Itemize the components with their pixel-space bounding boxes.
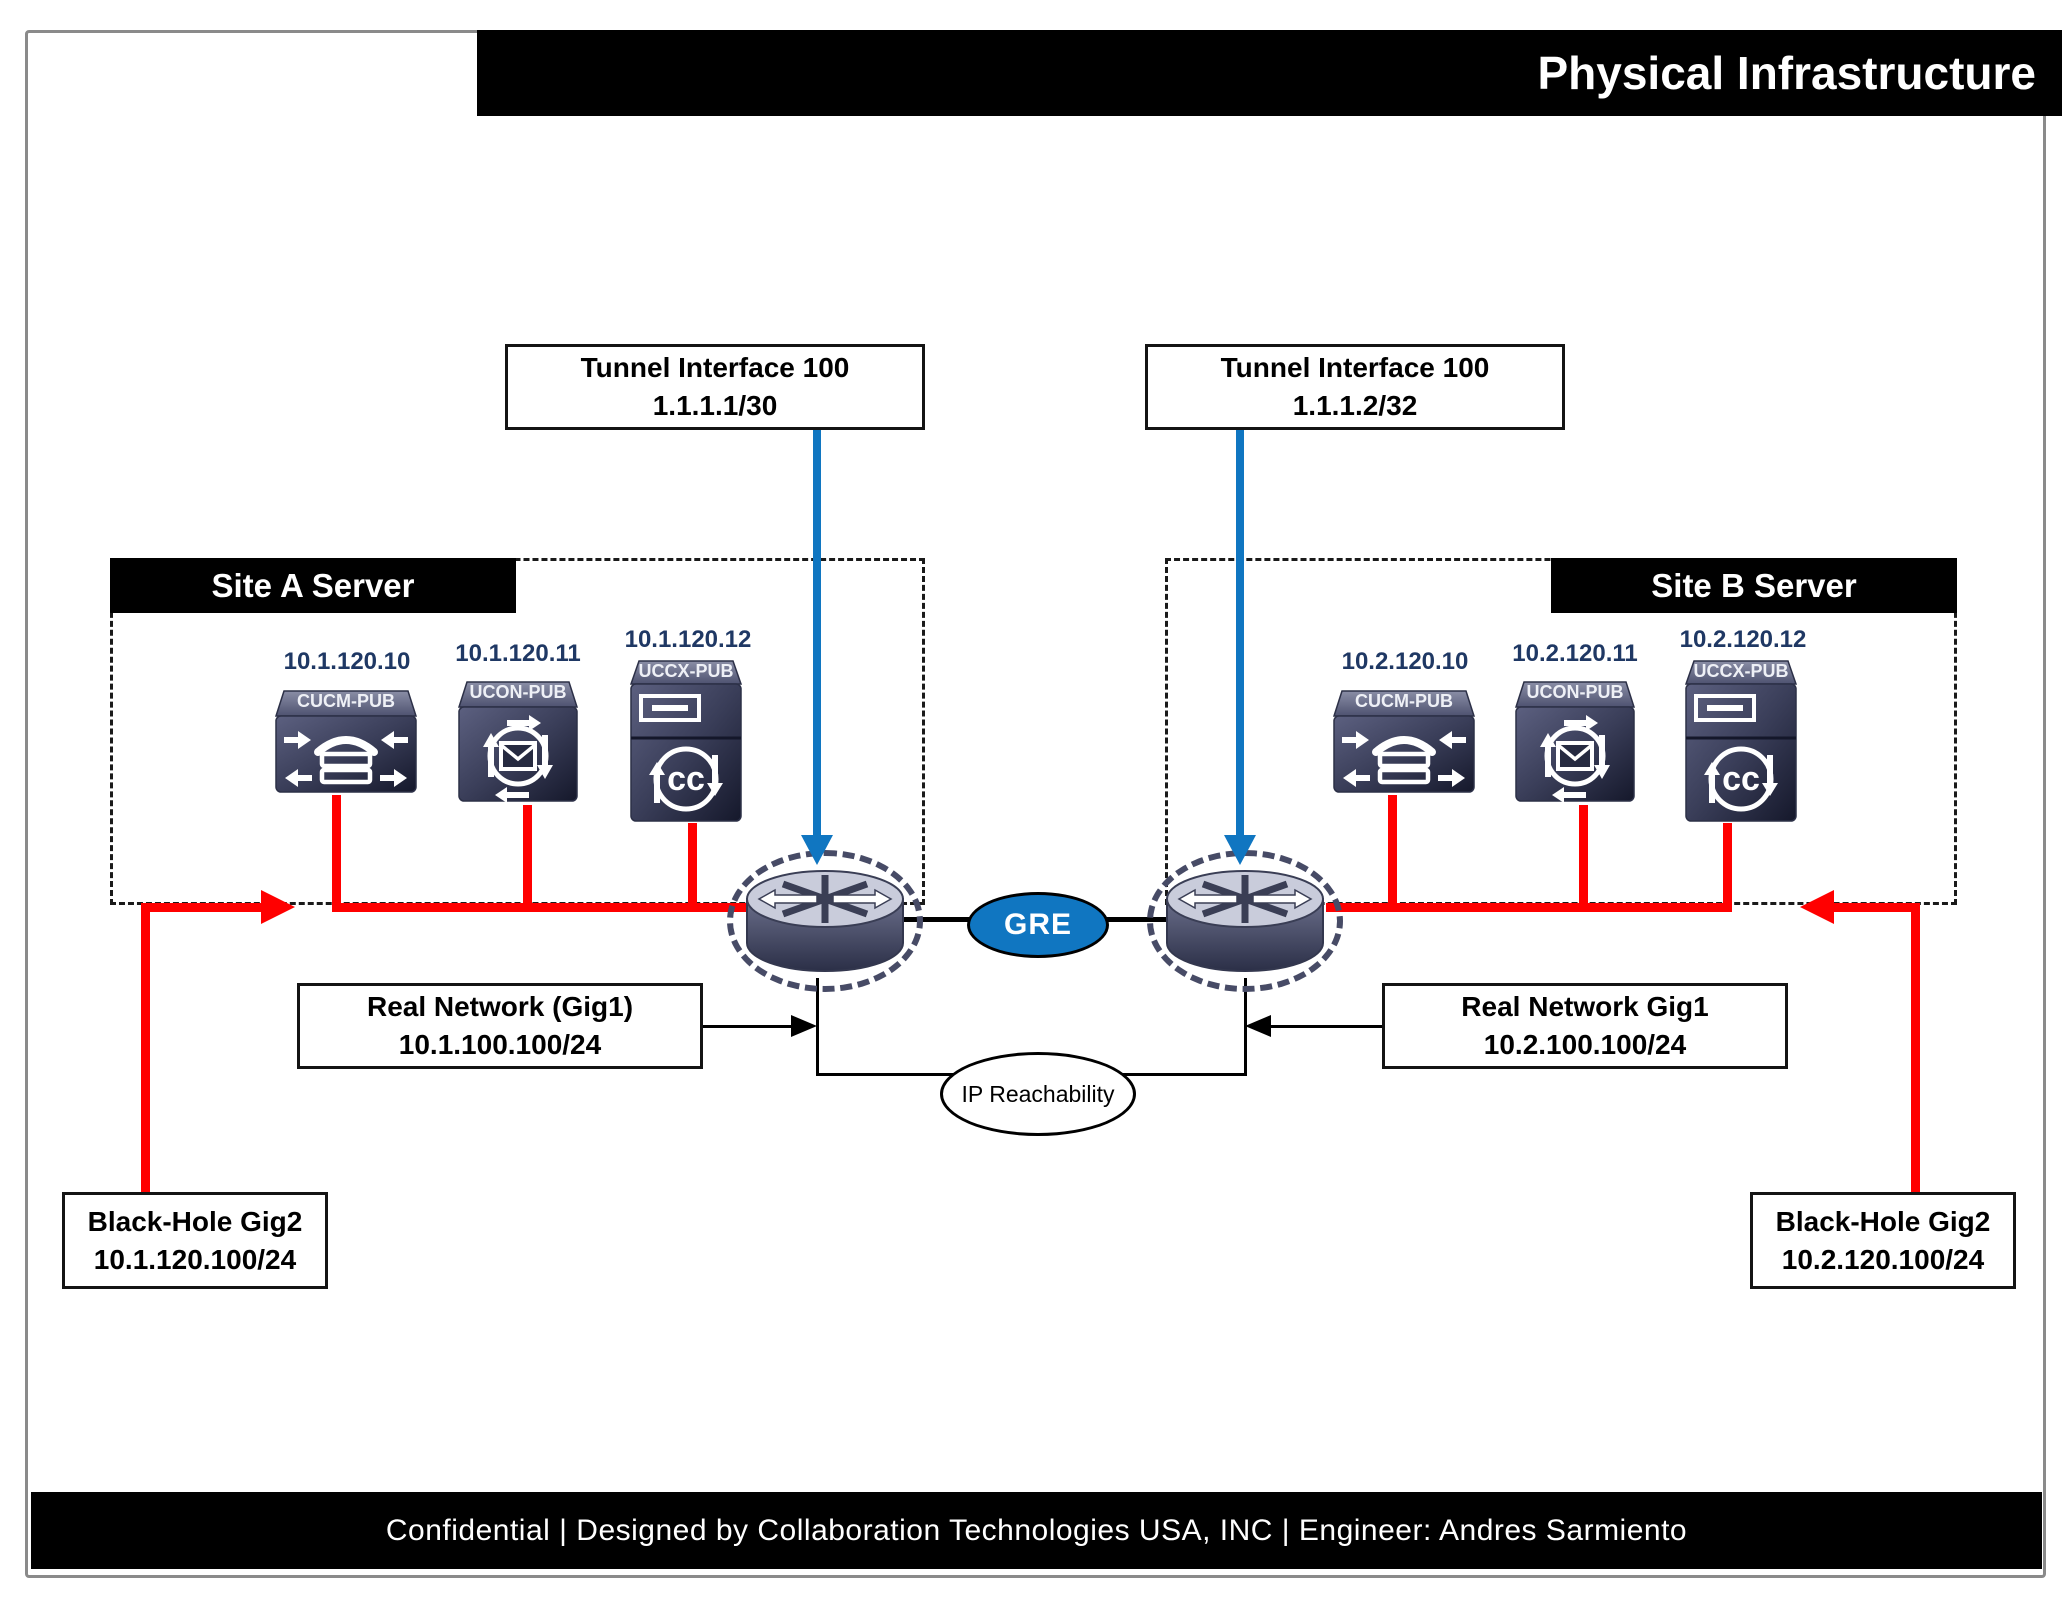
black-hole-red-riser-b: [1911, 903, 1920, 1195]
router-icon: [1166, 870, 1324, 972]
red-link-uccx-b: [1723, 823, 1732, 907]
real-network-arrow-head-a-icon: [791, 1015, 817, 1037]
server-name-label: UCON-PUB: [1526, 682, 1624, 702]
site-b-label: Site B Server: [1551, 558, 1957, 613]
black-hole-b-name: Black-Hole Gig2: [1775, 1205, 1991, 1237]
red-arrow-into-site-a-icon: [261, 890, 295, 924]
title-bar: Physical Infrastructure: [477, 30, 2062, 116]
red-arrow-into-site-b-icon: [1800, 890, 1834, 924]
real-network-arrow-head-b-icon: [1245, 1015, 1271, 1037]
site-a-label-text: Site A Server: [211, 566, 415, 604]
red-link-cucm-a: [332, 795, 341, 907]
server-name-label: CUCM-PUB: [1355, 691, 1453, 711]
server-name-label: CUCM-PUB: [297, 691, 395, 711]
red-link-uccx-a: [688, 823, 697, 907]
cucm-icon: [274, 690, 418, 793]
server-cucm-pub-site-b: CUCM-PUB: [1330, 688, 1478, 795]
server-uccx-pub-site-b: cc UCCX-PUB: [1682, 658, 1800, 825]
server-ip-label: 10.1.120.10: [283, 648, 411, 675]
black-hole-box-b: Black-Hole Gig2 10.2.120.100/24: [1750, 1192, 2016, 1289]
black-hole-a-ip: 10.1.120.100/24: [93, 1243, 297, 1275]
black-hole-a-name: Black-Hole Gig2: [87, 1205, 303, 1237]
black-hole-box-a: Black-Hole Gig2 10.1.120.100/24: [62, 1192, 328, 1289]
uccx-cc-glyph: cc: [667, 760, 705, 798]
uccx-cc-glyph: cc: [1722, 760, 1760, 798]
ucon-icon: [457, 681, 579, 803]
site-b-label-text: Site B Server: [1651, 566, 1857, 604]
black-hole-b-ip: 10.2.120.100/24: [1781, 1243, 1985, 1275]
server-ip-label: 10.2.120.10: [1341, 648, 1469, 675]
footer-bar: Confidential | Designed by Collaboration…: [31, 1492, 2042, 1569]
server-name-label: UCCX-PUB: [1693, 661, 1789, 681]
server-cucm-pub-site-a: CUCM-PUB: [272, 688, 420, 795]
server-ucon-pub-site-b: UCON-PUB: [1512, 679, 1638, 805]
real-network-box-b: Real Network Gig1 10.2.100.100/24: [1382, 983, 1788, 1069]
tunnel-arrow-head-a-icon: [801, 835, 833, 865]
tunnel-interface-box-a: Tunnel Interface 100 1.1.1.1/30: [505, 344, 925, 430]
red-bus-site-b: [1326, 903, 1732, 912]
tunnel-interface-box-b: Tunnel Interface 100 1.1.1.2/32: [1145, 344, 1565, 430]
router-a: [741, 861, 909, 984]
tunnel-arrow-head-b-icon: [1224, 835, 1256, 865]
real-network-a-name: Real Network (Gig1): [366, 991, 634, 1022]
red-link-ucon-b: [1579, 805, 1588, 907]
cucm-icon: [1332, 690, 1476, 793]
server-ip-label: 10.2.120.12: [1679, 626, 1807, 653]
ip-reachability-label: IP Reachability: [961, 1080, 1115, 1107]
black-hole-red-riser-a: [141, 903, 150, 1195]
real-network-box-a: Real Network (Gig1) 10.1.100.100/24: [297, 983, 703, 1069]
tunnel-b-name: Tunnel Interface 100: [1220, 352, 1490, 383]
server-name-label: UCON-PUB: [469, 682, 567, 702]
tunnel-arrow-line-a: [813, 430, 821, 837]
tunnel-a-ip: 1.1.1.1/30: [652, 390, 778, 421]
uccx-icon: cc: [1684, 660, 1798, 822]
red-bus-site-a: [332, 903, 747, 912]
real-network-arrow-line-a: [703, 1025, 795, 1028]
server-uccx-pub-site-a: cc UCCX-PUB: [627, 658, 745, 825]
router-icon: [746, 870, 904, 972]
uccx-icon: cc: [629, 660, 743, 822]
ip-reachability-badge: IP Reachability: [940, 1052, 1136, 1136]
real-network-b-ip: 10.2.100.100/24: [1483, 1029, 1687, 1060]
real-network-b-name: Real Network Gig1: [1461, 991, 1709, 1022]
ucon-icon: [1514, 681, 1636, 803]
router-b: [1161, 861, 1329, 984]
red-link-ucon-a: [523, 805, 532, 907]
real-network-a-ip: 10.1.100.100/24: [398, 1029, 602, 1060]
real-network-arrow-line-b: [1269, 1025, 1382, 1028]
server-ip-label: 10.1.120.11: [455, 640, 581, 667]
reachability-line-left: [816, 978, 819, 1075]
black-hole-red-arm-a: [141, 903, 265, 912]
page-title: Physical Infrastructure: [1537, 47, 2036, 99]
site-a-label: Site A Server: [110, 558, 516, 613]
server-ucon-pub-site-a: UCON-PUB: [455, 679, 581, 805]
server-ip-label: 10.1.120.12: [624, 626, 752, 653]
black-hole-red-arm-b: [1832, 903, 1920, 912]
gre-label: GRE: [1003, 908, 1072, 941]
tunnel-arrow-line-b: [1236, 430, 1244, 837]
server-ip-label: 10.2.120.11: [1512, 640, 1638, 667]
gre-badge: GRE: [967, 892, 1109, 958]
footer-text: Confidential | Designed by Collaboration…: [385, 1513, 1688, 1547]
tunnel-b-ip: 1.1.1.2/32: [1292, 390, 1418, 421]
tunnel-a-name: Tunnel Interface 100: [580, 352, 850, 383]
server-name-label: UCCX-PUB: [638, 661, 734, 681]
red-link-cucm-b: [1388, 795, 1397, 907]
